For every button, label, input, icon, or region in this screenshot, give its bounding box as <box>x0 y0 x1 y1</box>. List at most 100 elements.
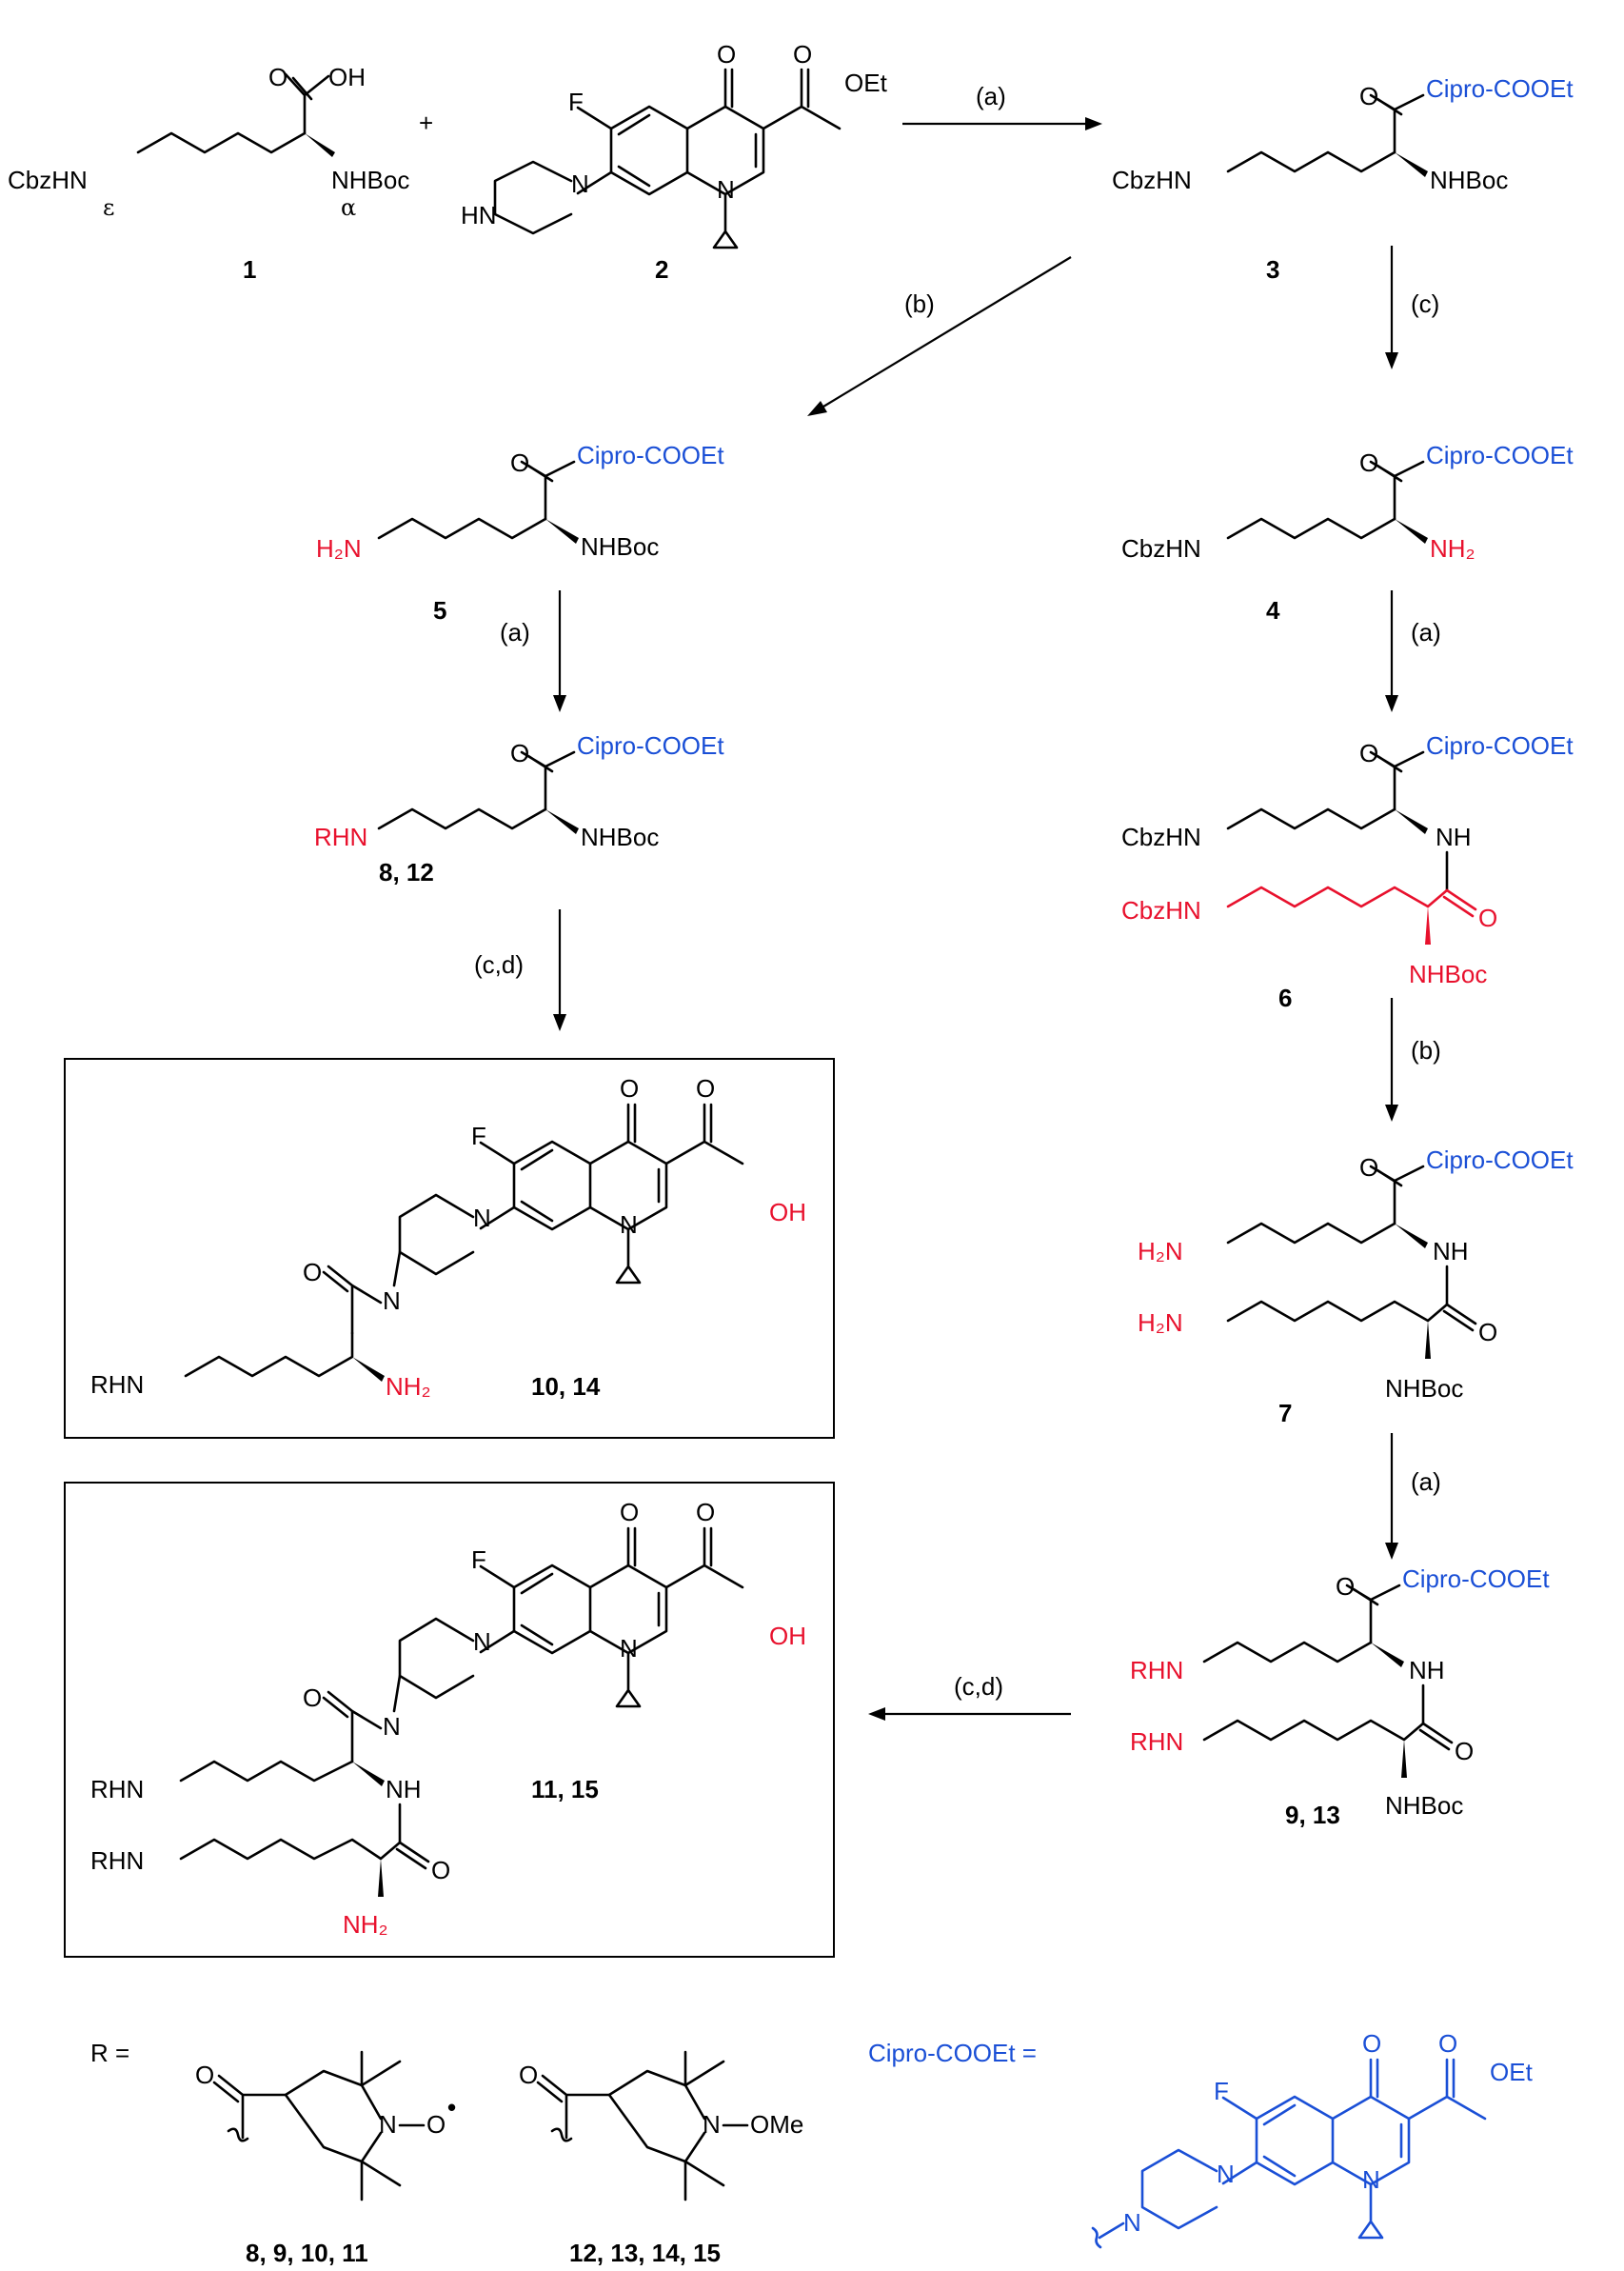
atom-nhboc: NHBoc <box>581 823 659 851</box>
atom-n: N <box>571 169 589 198</box>
condition-cd: (c,d) <box>474 950 524 979</box>
atom-h2n: H₂N <box>1138 1237 1183 1265</box>
atom-h2n: H₂N <box>316 534 362 563</box>
atom-f: F <box>1214 2077 1229 2105</box>
atom-nh2: NH₂ <box>1430 534 1475 563</box>
atom-nhboc: NHBoc <box>1385 1791 1463 1820</box>
compound-6: O Cipro-COOEt CbzHN NH CbzHN O NHBoc 6 <box>1121 731 1574 1012</box>
atom-o: O <box>1336 1572 1355 1601</box>
atom-nh: NH <box>1433 1237 1469 1265</box>
atom-oet: OEt <box>1490 2058 1534 2086</box>
atom-nhboc: NHBoc <box>1385 1374 1463 1403</box>
compound-11-15: F O O OH N N N O RHN NH RHN O NH₂ 11, 15 <box>90 1498 806 1939</box>
atom-o: O <box>717 40 736 69</box>
compound-label-1: 1 <box>243 255 256 284</box>
atom-nhboc: NHBoc <box>581 532 659 561</box>
atom-nh: NH <box>1436 823 1472 851</box>
atom-oh: OH <box>769 1622 806 1650</box>
atom-nh: NH <box>1409 1656 1445 1684</box>
compound-label-7: 7 <box>1278 1399 1292 1427</box>
atom-cbzhn: CbzHN <box>1121 823 1201 851</box>
atom-o: O <box>696 1074 715 1103</box>
atom-o: O <box>793 40 812 69</box>
compound-7: O Cipro-COOEt H₂N NH H₂N O NHBoc 7 <box>1138 1145 1574 1427</box>
atom-o: O <box>303 1258 322 1286</box>
atom-n: N <box>379 2110 397 2139</box>
atom-n: N <box>473 1204 491 1232</box>
atom-oh: OH <box>328 63 366 91</box>
atom-nh: NH <box>386 1775 422 1803</box>
atom-h2n: H₂N <box>1138 1308 1183 1337</box>
atom-rhn: RHN <box>1130 1727 1183 1756</box>
atom-rhn: RHN <box>90 1846 144 1875</box>
condition-a: (a) <box>1411 1467 1441 1496</box>
compound-3: O Cipro-COOEt CbzHN NHBoc 3 <box>1112 74 1574 284</box>
atom-nh2: NH₂ <box>343 1910 388 1939</box>
atom-o: O <box>519 2061 538 2089</box>
cipro-group: Cipro-COOEt <box>577 441 724 469</box>
atom-nhboc: NHBoc <box>1430 166 1508 194</box>
atom-cbzhn: CbzHN <box>8 166 88 194</box>
atom-cbzhn: CbzHN <box>1121 534 1201 563</box>
condition-a: (a) <box>1411 618 1441 647</box>
compound-label-6: 6 <box>1278 984 1292 1012</box>
condition-a: (a) <box>976 82 1006 110</box>
atom-o: O <box>1438 2029 1457 2058</box>
compound-label-11-15: 11, 15 <box>531 1775 599 1803</box>
atom-n: N <box>1123 2208 1141 2237</box>
atom-n: N <box>620 1634 638 1663</box>
atom-n: N <box>703 2110 721 2139</box>
compound-label-8-12: 8, 12 <box>379 858 434 886</box>
r-group-tempo: O N O • 8, 9, 10, 11 <box>195 2050 456 2267</box>
r-group-label-b: 12, 13, 14, 15 <box>569 2239 721 2267</box>
cipro-group: Cipro-COOEt <box>1426 731 1574 760</box>
condition-a: (a) <box>500 618 530 647</box>
r-group-label-a: 8, 9, 10, 11 <box>246 2239 368 2267</box>
compound-4: O Cipro-COOEt CbzHN NH₂ 4 <box>1121 441 1574 625</box>
atom-n: N <box>1217 2160 1235 2188</box>
atom-o: O <box>696 1498 715 1526</box>
atom-ome: OMe <box>750 2110 803 2139</box>
atom-o: O <box>1478 904 1497 932</box>
compound-8-12: O Cipro-COOEt RHN NHBoc 8, 12 <box>314 731 724 886</box>
atom-cbzhn: CbzHN <box>1112 166 1192 194</box>
atom-hn: HN <box>461 201 497 229</box>
r-equals: R = <box>90 2039 129 2067</box>
cipro-group: Cipro-COOEt <box>1426 441 1574 469</box>
compound-label-9-13: 9, 13 <box>1285 1801 1340 1829</box>
atom-o: O <box>1359 1153 1378 1182</box>
radical-dot: • <box>447 2093 456 2122</box>
cipro-group: Cipro-COOEt <box>1402 1564 1550 1593</box>
atom-oet: OEt <box>844 69 888 97</box>
atom-n: N <box>473 1627 491 1656</box>
compound-5: O Cipro-COOEt H₂N NHBoc 5 <box>316 441 724 625</box>
label-epsilon: ε <box>103 194 114 221</box>
compound-2: F O O OEt N N HN 2 <box>461 40 888 284</box>
r-group-methoxy: O N OMe 12, 13, 14, 15 <box>519 2050 803 2267</box>
condition-cd: (c,d) <box>954 1672 1003 1701</box>
condition-b: (b) <box>904 289 935 318</box>
cipro-group: Cipro-COOEt <box>1426 1145 1574 1174</box>
atom-o: O <box>510 448 529 477</box>
atom-rhn: RHN <box>1130 1656 1183 1684</box>
atom-o: O <box>1359 739 1378 767</box>
atom-o: O <box>620 1498 639 1526</box>
plus-sign: + <box>419 109 433 137</box>
atom-o: O <box>426 2110 446 2139</box>
atom-n: N <box>717 175 735 204</box>
atom-o: O <box>195 2061 214 2089</box>
atom-o: O <box>620 1074 639 1103</box>
atom-oh: OH <box>769 1198 806 1226</box>
atom-o: O <box>303 1683 322 1712</box>
cipro-group: Cipro-COOEt <box>1426 74 1574 103</box>
atom-n: N <box>383 1286 401 1315</box>
compound-10-14: F O O OH N N N O RHN NH₂ 10, 14 <box>90 1074 806 1401</box>
compound-label-3: 3 <box>1266 255 1279 284</box>
product-box-10-14 <box>64 1058 835 1439</box>
cipro-group: Cipro-COOEt <box>577 731 724 760</box>
compound-label-4: 4 <box>1266 596 1280 625</box>
atom-f: F <box>471 1122 486 1150</box>
atom-o: O <box>431 1856 450 1884</box>
atom-rhn: RHN <box>314 823 367 851</box>
